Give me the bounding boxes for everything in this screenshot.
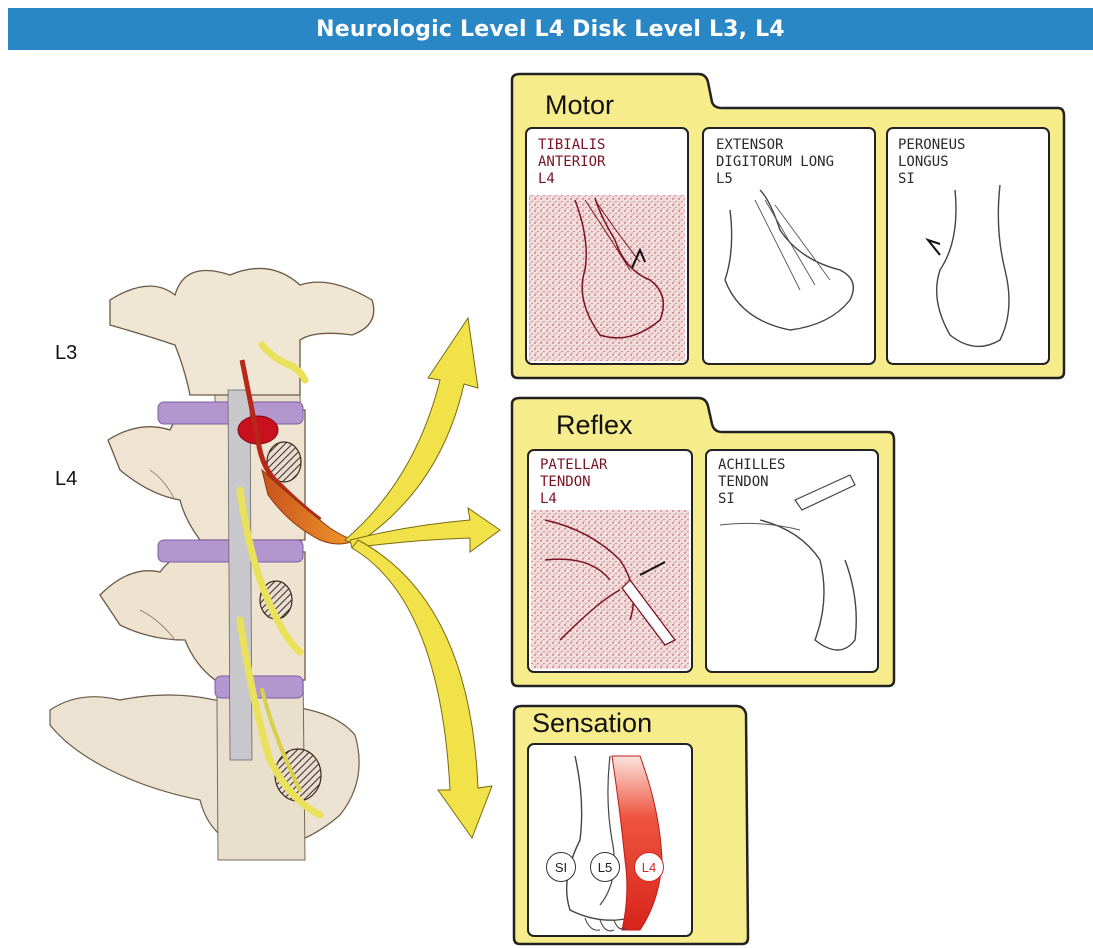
level-label-l3: L3 bbox=[55, 342, 77, 365]
motor-peroneus-line-3: SI bbox=[898, 172, 915, 186]
reflex-achilles-line-2: TENDON bbox=[718, 475, 769, 489]
reflex-patellar-line-2: TENDON bbox=[540, 475, 591, 489]
spine-illustration bbox=[50, 268, 374, 860]
reflex-heading: Reflex bbox=[556, 410, 633, 441]
motor-extensor-line-3: L5 bbox=[716, 172, 733, 186]
motor-tibialis-line-3: L4 bbox=[538, 172, 555, 186]
reflex-achilles-line-1: ACHILLES bbox=[718, 458, 785, 472]
sensation-heading: Sensation bbox=[532, 708, 652, 739]
motor-tibialis-line-2: ANTERIOR bbox=[538, 155, 605, 169]
motor-heading: Motor bbox=[545, 90, 614, 121]
motor-peroneus-line-1: PERONEUS bbox=[898, 138, 965, 152]
reflex-achilles-line-3: SI bbox=[718, 492, 735, 506]
motor-tibialis-line-1: TIBIALIS bbox=[538, 138, 605, 152]
level-label-l4: L4 bbox=[55, 468, 77, 491]
dermatome-s1: SI bbox=[546, 852, 576, 882]
arrow-to-sensation bbox=[352, 540, 492, 838]
arrow-to-motor bbox=[345, 318, 478, 545]
reflex-patellar-line-1: PATELLAR bbox=[540, 458, 607, 472]
dermatome-l4: L4 bbox=[634, 852, 664, 882]
sensation-panel bbox=[514, 706, 748, 944]
reflex-panel bbox=[512, 398, 894, 686]
reflex-patellar-line-3: L4 bbox=[540, 492, 557, 506]
motor-extensor-line-1: EXTENSOR bbox=[716, 138, 783, 152]
motor-peroneus-line-2: LONGUS bbox=[898, 155, 949, 169]
motor-extensor-line-2: DIGITORUM LONG bbox=[716, 155, 834, 169]
dermatome-l5: L5 bbox=[590, 852, 620, 882]
